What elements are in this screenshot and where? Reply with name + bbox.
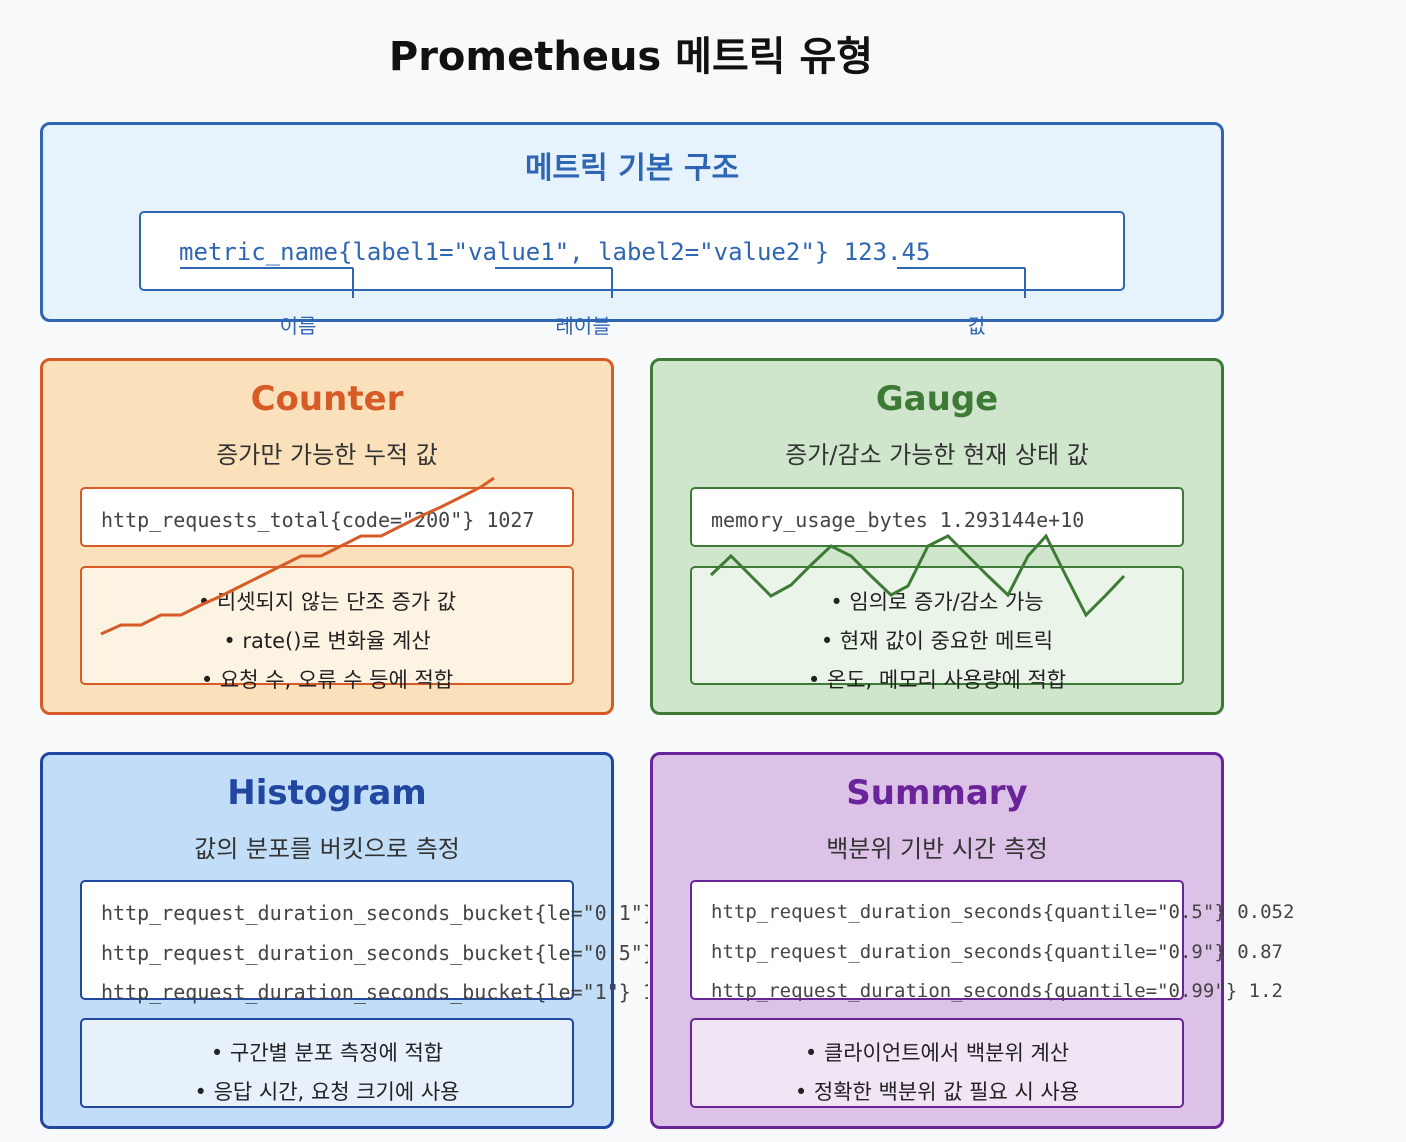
gauge-title: Gauge [875, 379, 999, 419]
histogram-code-line: http_request_duration_seconds_bucket{le=… [101, 941, 648, 965]
counter-code: http_requests_total{code="200"} 1027 [101, 508, 535, 532]
summary-code-line: http_request_duration_seconds{quantile="… [711, 941, 1283, 963]
label-open-segment: {label1= [337, 238, 454, 266]
summary-bullet: • 정확한 백분위 값 필요 시 사용 [794, 1080, 1080, 1104]
value-label: 값 [967, 314, 987, 338]
counter-subtitle: 증가만 가능한 누적 값 [216, 441, 438, 469]
page-title: Prometheus 메트릭 유형 [388, 34, 874, 80]
summary-title: Summary [846, 773, 1028, 813]
metric-name-segment: metric_name [179, 238, 338, 266]
label-value-segment: "value1" [453, 238, 570, 266]
counter-bullets: • 리셋되지 않는 단조 증가 값 • rate()로 변화율 계산 • 요청 … [80, 566, 574, 692]
histogram-title: Histogram [227, 773, 427, 813]
structure-code-line: metric_name{label1="value1", label2="val… [179, 238, 930, 266]
counter-title: Counter [250, 379, 404, 419]
counter-bullet: • 리셋되지 않는 단조 증가 값 [197, 590, 457, 614]
sample-value-segment: 123.45 [843, 238, 931, 266]
summary-bullet: • 클라이언트에서 백분위 계산 [804, 1041, 1070, 1065]
histogram-code-box [80, 880, 574, 1000]
gauge-bullet: • 현재 값이 중요한 메트릭 [820, 629, 1054, 653]
counter-bullet: • 요청 수, 오류 수 등에 적합 [200, 668, 454, 692]
histogram-bullet: • 응답 시간, 요청 크기에 사용 [194, 1080, 460, 1104]
gauge-bullet: • 온도, 메모리 사용량에 적합 [807, 668, 1067, 692]
gauge-bullets: • 임의로 증가/감소 가능 • 현재 값이 중요한 메트릭 • 온도, 메모리… [690, 566, 1184, 692]
histogram-bullets: • 구간별 분포 측정에 적합 • 응답 시간, 요청 크기에 사용 [80, 1018, 574, 1108]
summary-code-line: http_request_duration_seconds{quantile="… [711, 901, 1295, 923]
histogram-code-line: http_request_duration_seconds_bucket{le=… [101, 901, 648, 925]
structure-heading: 메트릭 기본 구조 [524, 151, 740, 186]
summary-bullets: • 클라이언트에서 백분위 계산 • 정확한 백분위 값 필요 시 사용 [690, 1018, 1184, 1108]
summary-code-line: http_request_duration_seconds{quantile="… [711, 980, 1283, 1002]
structure-code-box [139, 211, 1125, 291]
histogram-code-clip: http_request_duration_seconds_bucket{le=… [0, 0, 648, 1142]
counter-code-box [80, 487, 574, 547]
gauge-subtitle: 증가/감소 가능한 현재 상태 값 [785, 441, 1089, 469]
histogram-code-line: http_request_duration_seconds_bucket{le=… [101, 980, 648, 1004]
labels-label: 레이블 [555, 314, 611, 338]
name-label: 이름 [279, 314, 317, 338]
gauge-code: memory_usage_bytes 1.293144e+10 [711, 508, 1085, 532]
counter-bullet: • rate()로 변화율 계산 [223, 629, 431, 653]
summary-subtitle: 백분위 기반 시간 측정 [826, 835, 1048, 863]
histogram-bullet: • 구간별 분포 측정에 적합 [210, 1041, 444, 1065]
histogram-subtitle: 값의 분포를 버킷으로 측정 [194, 835, 460, 863]
gauge-code-box [690, 487, 1184, 547]
label-rest-segment: , label2="value2"} [569, 238, 830, 266]
summary-code-box [690, 880, 1184, 1000]
